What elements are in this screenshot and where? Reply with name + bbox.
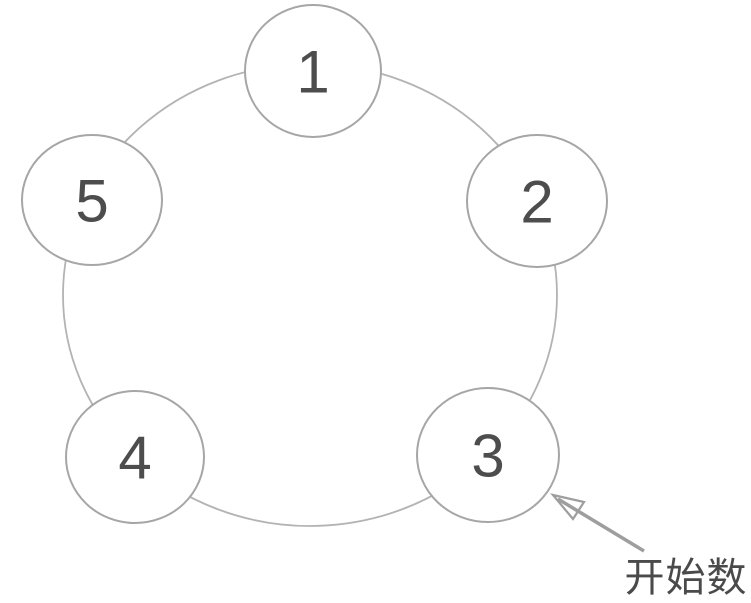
node-5: 5 bbox=[21, 134, 163, 266]
node-4: 4 bbox=[65, 390, 205, 524]
node-label-1: 1 bbox=[296, 39, 329, 106]
node-circle-4 bbox=[65, 390, 205, 524]
node-circle-1 bbox=[244, 4, 382, 138]
arrow-shaft bbox=[557, 497, 645, 553]
node-circle-3 bbox=[416, 387, 560, 523]
node-2: 2 bbox=[466, 134, 608, 268]
start-arrow bbox=[550, 493, 645, 553]
node-circle-5 bbox=[21, 134, 163, 266]
node-1: 1 bbox=[244, 4, 382, 138]
node-label-3: 3 bbox=[471, 423, 504, 490]
node-label-5: 5 bbox=[75, 168, 108, 235]
node-label-2: 2 bbox=[520, 169, 553, 236]
node-label-4: 4 bbox=[118, 425, 151, 492]
node-3: 3 bbox=[416, 387, 560, 523]
node-circle-2 bbox=[466, 134, 608, 268]
annotation-start-counting: 开始数 bbox=[625, 555, 748, 601]
